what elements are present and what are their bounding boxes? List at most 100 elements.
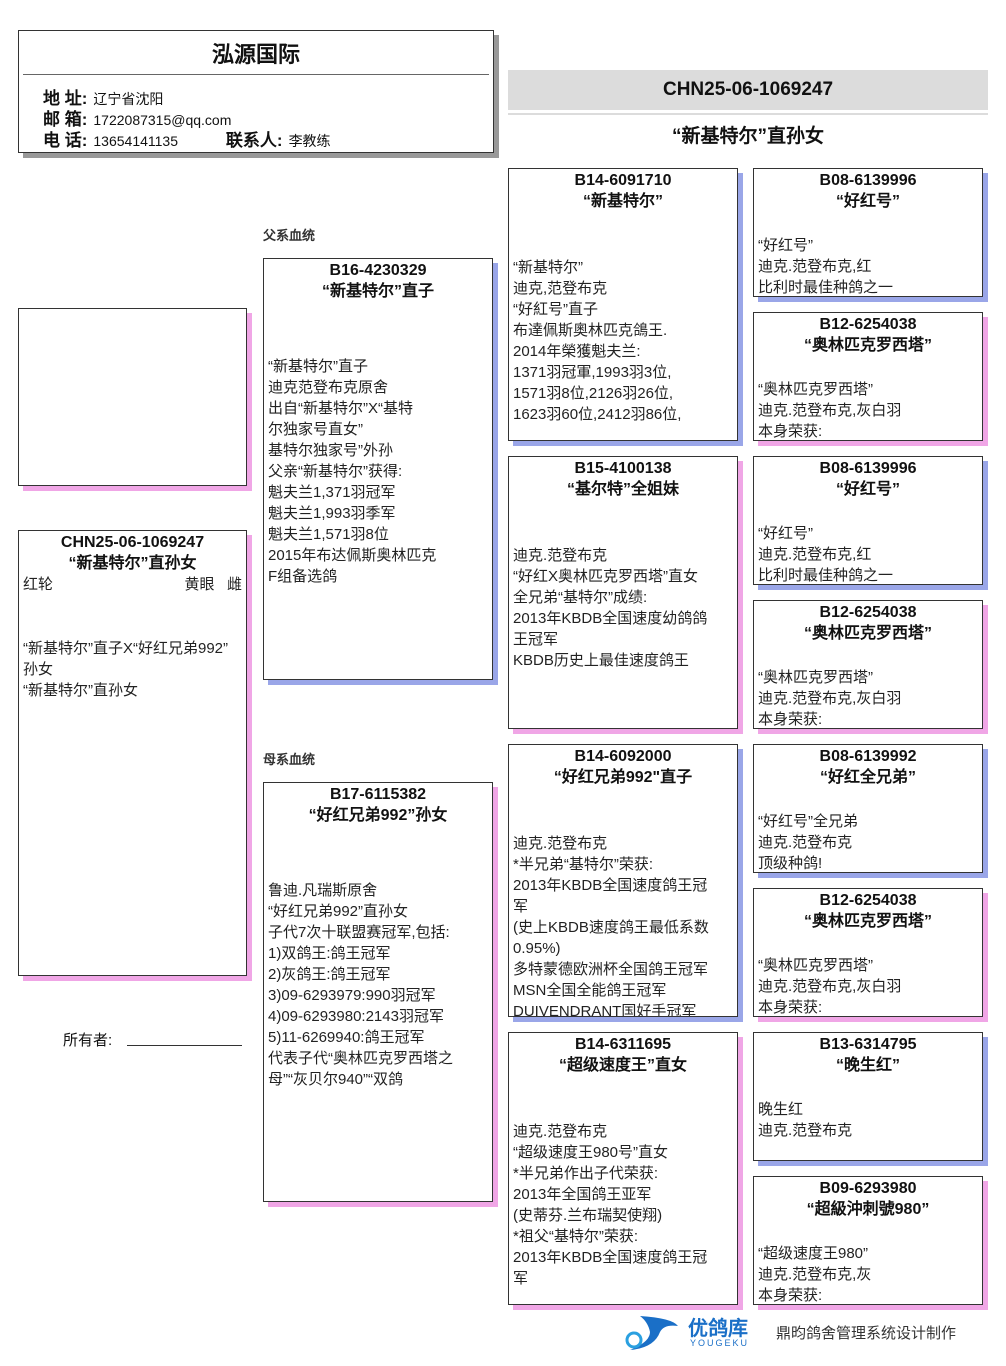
bird-notes: “奥林匹克罗西塔”迪克.范登布克,灰白羽本身荣获: xyxy=(758,955,978,1016)
note-line: 2)灰鸽王:鸽王冠军 xyxy=(268,966,391,983)
note-line: “好紅号”直子 xyxy=(513,301,598,318)
pedigree-card-dam: B17-6115382“好红兄弟992”孙女鲁迪.凡瑞斯原舍“好红兄弟992”直… xyxy=(263,782,493,1202)
note-line: (史上KBDB速度鸽王最低系数 xyxy=(513,919,709,936)
note-line: 基特尔独家号”外孙 xyxy=(268,442,393,459)
pedigree-card-ss: B14-6091710 “新基特尔” “新基特尔”迪克,范登布克“好紅号”直子布達佩… xyxy=(508,168,738,441)
note-line: (史蒂芬.兰布瑞契使翔) xyxy=(513,1207,663,1224)
note-line: 本身荣获: xyxy=(758,1287,823,1304)
note-line: “奥林匹克罗西塔” xyxy=(758,957,873,974)
ring-number: B14-6311695 xyxy=(574,1036,672,1053)
note-line: 顶级种鸽! xyxy=(758,855,823,872)
owner-signature-line xyxy=(127,1045,242,1046)
note-line: 子代7次十联盟赛冠军,包括: xyxy=(268,924,450,941)
ring-number: B08-6139996 xyxy=(819,172,917,189)
bird-name: “超級沖刺號980” xyxy=(806,1201,930,1218)
ring-number: B13-6314795 xyxy=(819,1036,917,1053)
bird-name: “超级速度王”直女 xyxy=(558,1057,687,1074)
note-line: 尔独家号直女” xyxy=(268,421,363,438)
note-line: 2013年KBDB全国速度幼鸽鸽 xyxy=(513,610,708,627)
bird-name: “奥林匹克罗西塔” xyxy=(803,913,932,930)
note-line: 4)09-6293980:2143羽冠军 xyxy=(268,1008,444,1025)
ring-number: B14-6091710 xyxy=(574,172,672,189)
bird-notes: 迪克.范登布克“好红X奥林匹克罗西塔”直女全兄弟“基特尔”成绩:2013年KBD… xyxy=(513,545,733,671)
note-line: 晚生红 xyxy=(758,1101,804,1118)
note-line: 1623羽60位,2412羽86位, xyxy=(513,406,682,423)
ring-number: B12-6254038 xyxy=(819,316,917,333)
note-line: 魁夫兰1,993羽季军 xyxy=(268,505,396,522)
note-line: KBDB历史上最佳速度鸽王 xyxy=(513,652,689,669)
note-line: 比利时最佳种鸽之一 xyxy=(758,567,894,584)
note-line: 母”“灰贝尔940”“双鸽 xyxy=(268,1071,404,1088)
subject-eye: 黄眼 xyxy=(184,576,215,593)
pedigree-card-dss: B08-6139992 “好红全兄弟” “好红号”全兄弟迪克.范登布克顶级种鸽! xyxy=(753,744,983,873)
pedigree-card-ddd: B09-6293980“超級沖刺號980”“超级速度王980”迪克.范登布克,灰… xyxy=(753,1176,983,1305)
loft-name: 泓源国际 xyxy=(211,42,300,67)
note-line: 2014年榮獲魁夫兰: xyxy=(513,343,641,360)
loft-info-card: 泓源国际 地 址: 辽宁省沈阳 邮 箱:1722087315@qq.com 电 话… xyxy=(18,30,494,153)
phone-label: 电 话: xyxy=(43,131,88,150)
ring-number: B16-4230329 xyxy=(329,262,427,279)
note-line: “新基特尔”直子 xyxy=(268,358,368,375)
pedigree-card-dd: B14-6311695“超级速度王”直女迪克.范登布克“超级速度王980号”直女… xyxy=(508,1032,738,1305)
note-line: 迪克.范登布克 xyxy=(513,547,608,564)
logo-text: 优鸽库 xyxy=(688,1318,748,1340)
note-line: “好红号”全兄弟 xyxy=(758,813,858,830)
pedigree-card-sds: B08-6139996“好红号”“好红号”迪克.范登布克,红比利时最佳种鸽之一 xyxy=(753,456,983,585)
note-line: 迪克.范登布克,灰白羽 xyxy=(758,402,902,419)
note-line: 迪克.范登布克,灰白羽 xyxy=(758,690,902,707)
note-line: 本身荣获: xyxy=(758,711,823,728)
subject-attrs: 红轮 黄眼 雌 xyxy=(23,574,242,595)
email-row: 邮 箱:1722087315@qq.com xyxy=(43,105,231,130)
bird-name: “新基特尔” xyxy=(582,193,663,210)
note-line: “超级速度王980” xyxy=(758,1245,869,1262)
dam-section-label: 母系血统 xyxy=(263,752,316,767)
banner-ring: CHN25-06-1069247 xyxy=(508,70,988,110)
note-line: 本身荣获: xyxy=(758,423,823,440)
note-line: 鲁迪.凡瑞斯原舍 xyxy=(268,882,378,899)
note-line: 军 xyxy=(513,898,529,915)
note-line: “新基特尔”直孙女 xyxy=(23,682,138,699)
bird-name: “基尔特”全姐妹 xyxy=(566,481,679,498)
note-line: 代表子代“奥林匹克罗西塔之 xyxy=(268,1050,453,1067)
bird-notes: “新基特尔”迪克,范登布克“好紅号”直子布達佩斯奧林匹克鴿王.2014年榮獲魁夫… xyxy=(513,257,733,425)
ring-number: B09-6293980 xyxy=(819,1180,917,1197)
note-line: 1571羽8位,2126羽26位, xyxy=(513,385,674,402)
note-line: *祖父“基特尔”荣获: xyxy=(513,1228,638,1245)
bird-notes: 鲁迪.凡瑞斯原舍“好红兄弟992”直孙女子代7次十联盟赛冠军,包括:1)双鸽王:… xyxy=(268,880,488,1090)
subject-color: 红轮 xyxy=(23,576,54,593)
bird-notes: 晚生红迪克.范登布克 xyxy=(758,1099,978,1141)
bird-name: “好红全兄弟” xyxy=(819,769,916,786)
phone-row: 电 话:13654141135 联系人:李教练 xyxy=(43,126,331,151)
photo-placeholder xyxy=(18,308,247,486)
note-line: “奥林匹克罗西塔” xyxy=(758,381,873,398)
logo-subtext: YOUGEKU xyxy=(690,1338,750,1348)
pedigree-card-dds: B13-6314795“晚生红”晚生红迪克.范登布克 xyxy=(753,1032,983,1161)
ring-number: B08-6139992 xyxy=(819,748,917,765)
note-line: 2013年全国鸽王亚军 xyxy=(513,1186,652,1203)
note-line: “奥林匹克罗西塔” xyxy=(758,669,873,686)
note-line: 迪克范登布克原舍 xyxy=(268,379,389,396)
note-line: 迪克.范登布克 xyxy=(513,1123,608,1140)
address-label: 地 址: xyxy=(43,89,88,108)
pedigree-card-ssd: B12-6254038“奥林匹克罗西塔”“奥林匹克罗西塔”迪克.范登布克,灰白羽… xyxy=(753,312,983,441)
note-line: “好红兄弟992”直孙女 xyxy=(268,903,409,920)
owner-label: 所有者: xyxy=(63,1032,113,1049)
note-line: “好红号” xyxy=(758,237,813,254)
note-line: 多特蒙德欧洲杯全国鸽王冠军 xyxy=(513,961,709,978)
address-value: 辽宁省沈阳 xyxy=(93,91,164,107)
note-line: 军 xyxy=(513,1270,529,1287)
phone-value: 13654141135 xyxy=(93,133,178,149)
note-line: 父亲“新基特尔”获得: xyxy=(268,463,403,480)
note-line: 1371羽冠軍,1993羽3位, xyxy=(513,364,672,381)
note-line: 2015年布达佩斯奥林匹克 xyxy=(268,547,437,564)
note-line: 迪克.范登布克 xyxy=(758,1122,853,1139)
note-line: 比利时最佳种鸽之一 xyxy=(758,279,894,296)
divider xyxy=(23,74,489,75)
ring-number: B12-6254038 xyxy=(819,892,917,909)
footer-brand: 优鸽库 YOUGEKU 鼎昀鸽舍管理系统设计制作 xyxy=(620,1312,990,1356)
address-row: 地 址: 辽宁省沈阳 xyxy=(43,84,163,109)
note-line: 2013年KBDB全国速度鸽王冠 xyxy=(513,877,708,894)
bird-notes: “好红号”全兄弟迪克.范登布克顶级种鸽! xyxy=(758,811,978,872)
note-line: 本身荣获: xyxy=(758,999,823,1016)
note-line: 王冠军 xyxy=(513,631,559,648)
